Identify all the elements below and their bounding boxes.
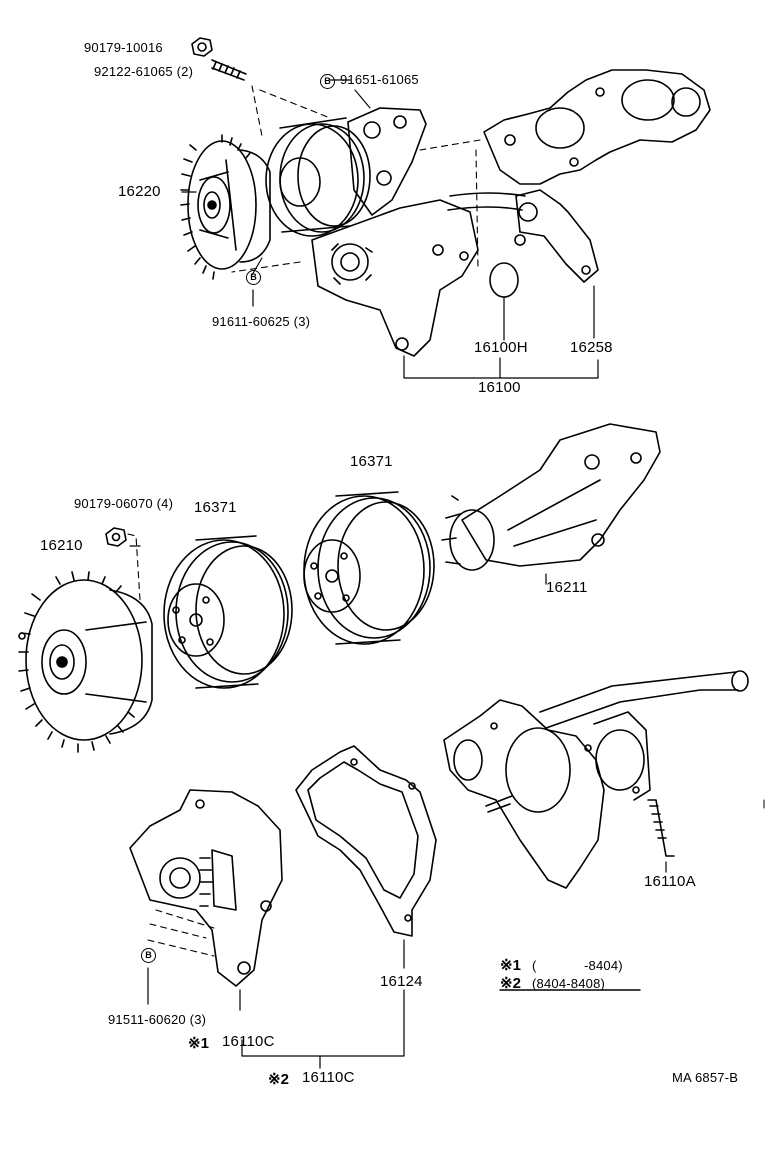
housing-16110A-assembly [443, 670, 749, 889]
stud-16110A [647, 799, 675, 873]
label-16371: 16371 [194, 499, 237, 516]
label-91651-61065: 91651-61065 [340, 72, 419, 87]
range-note-1-end: -8404) [584, 958, 623, 973]
label-90179-06070: 90179-06070 (4) [74, 496, 174, 511]
stud-92122-61065 [211, 59, 247, 81]
water-pump-16110C [129, 789, 283, 987]
timing-cover-outline [483, 69, 711, 185]
o-ring-16100H [489, 262, 519, 298]
bolt-marker-b: B [246, 270, 261, 285]
diagram-code: MA 6857-B [672, 1070, 739, 1085]
label-91611-60625: 91611-60625 (3) [212, 314, 311, 329]
bracket-16211 [441, 423, 661, 571]
water-pump-16100 [311, 192, 526, 357]
label-16100H: 16100H [474, 339, 528, 356]
label-16258: 16258 [570, 339, 613, 356]
ref-marker-1: ※1 [500, 957, 521, 974]
pulley-16371-left [163, 535, 293, 689]
bracket-top [347, 107, 427, 216]
label-16110C-1: 16110C [222, 1033, 275, 1050]
pulley-16371-right [303, 491, 435, 645]
label-16110C-2: 16110C [302, 1069, 355, 1086]
ref-marker-1: ※1 [188, 1035, 209, 1052]
label-16124: 16124 [380, 973, 423, 990]
gasket-16258 [514, 189, 599, 283]
gasket-16124 [295, 745, 437, 937]
ref-marker-2: ※2 [500, 975, 521, 992]
ref-marker-2: ※2 [268, 1071, 289, 1088]
fan-clutch-16210 [18, 571, 153, 753]
label-16110A: 16110A [644, 873, 696, 890]
fan-clutch-16220 [180, 134, 271, 280]
label-16371: 16371 [350, 453, 393, 470]
label-16211: 16211 [546, 579, 588, 596]
bolt-marker-b: B [141, 948, 156, 963]
bolt-marker-b: B [320, 74, 335, 89]
label-91511-60620: 91511-60620 (3) [108, 1012, 207, 1027]
range-note-2: (8404-8408) [532, 976, 606, 991]
label-90179-10016: 90179-10016 [84, 40, 163, 55]
label-92122-61065: 92122-61065 (2) [94, 64, 194, 79]
nut-90179-06070 [105, 527, 141, 601]
label-16100: 16100 [478, 379, 521, 396]
label-16210: 16210 [40, 537, 83, 554]
range-note-1-open: ( [532, 958, 537, 973]
label-16220: 16220 [118, 183, 161, 200]
nut-90179-10016 [191, 37, 213, 57]
pulley-top [265, 117, 371, 237]
